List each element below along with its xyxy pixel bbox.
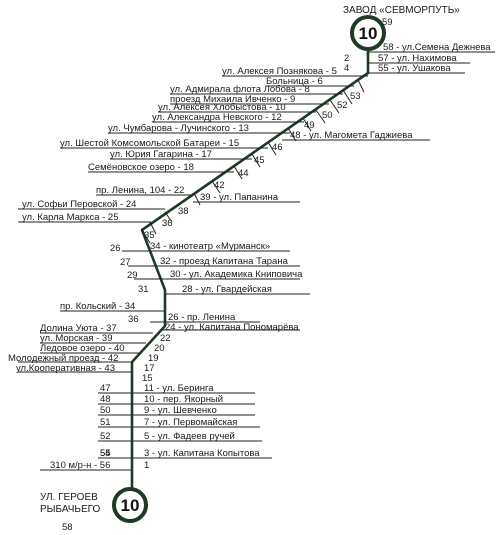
stop-label: 7 - ул. Первомайская [144, 417, 237, 428]
route-number: 10 [121, 496, 140, 515]
stop-label: 30 - ул. Академика Книповича [170, 269, 303, 280]
stop-code: 51 [100, 417, 111, 428]
stop-code: 4 [344, 63, 349, 74]
bottom-terminal-code: 58 [62, 522, 73, 533]
bottom-terminal-marker: 10 [112, 487, 148, 523]
top-terminal-marker: 10 [350, 15, 386, 51]
stop-code: 50 [322, 110, 333, 121]
stop-label: 11 - ул. Беринга [144, 383, 214, 394]
stop-code: 19 [148, 353, 159, 364]
stop-code: 31 [138, 284, 149, 295]
stop-code: 27 [120, 257, 131, 268]
left-stop-underlines [18, 75, 368, 471]
stop-label: Больница - 6 [266, 76, 323, 87]
stop-label: ул. Шестой Комсомольской Батареи - 15 [60, 138, 239, 149]
bottom-left-underlines [98, 392, 132, 459]
stop-label: 48 - ул. Магомета Гаджиева [290, 130, 413, 141]
right-stop-labels: 58 - ул.Семена Дежнева 57 - ул. Нахимова… [144, 42, 491, 459]
stop-label: 34 - кинотеатр «Мурманск» [150, 241, 270, 252]
stop-label: ул.Кооперативная - 43 [16, 363, 115, 374]
stop-code: 52 [337, 100, 348, 111]
stop-code: 44 [238, 168, 249, 179]
stop-code: 20 [154, 343, 165, 354]
stop-code: 15 [142, 373, 153, 384]
stop-label: Долина Уюта - 37 [40, 323, 117, 334]
stop-code: 52 [100, 431, 111, 442]
bottom-terminal-name-line2: РЫБАЧЬЕГО [40, 504, 101, 515]
stop-codes: 2 4 53 52 50 49 46 45 44 42 38 36 35 26 … [100, 53, 361, 471]
stop-label: пр. Ленина, 104 - 22 [96, 185, 184, 196]
stop-code: 46 [272, 142, 283, 153]
top-terminal-name: ЗАВОД «СЕВМОРПУТЬ» [343, 5, 460, 16]
bottom-terminal-name-line1: УЛ. ГЕРОЕВ [40, 492, 98, 503]
stop-label: ул. Карла Маркса - 25 [22, 212, 119, 223]
stop-code: 26 [110, 243, 121, 254]
stop-label: 32 - проезд Капитана Тарана [160, 256, 289, 267]
stop-label: ул. Морская - 39 [40, 333, 113, 344]
stop-label: 9 - ул. Шевченко [144, 405, 217, 416]
stop-label: ул. Чумбарова - Лучинского - 13 [108, 123, 249, 134]
stop-label: 39 - ул. Папанина [200, 192, 279, 203]
stop-code: 50 [100, 405, 111, 416]
stop-code: 54 [100, 448, 111, 459]
stop-label: ул. Юрия Гагарина - 17 [110, 149, 212, 160]
stop-label: Молодежный проезд - 42 [8, 353, 118, 364]
stop-code: 36 [128, 314, 139, 325]
stop-label: 310 м/р-н - 56 [50, 460, 110, 471]
stop-label: 5 - ул. Фадеев ручей [144, 431, 235, 442]
stop-code: 45 [254, 155, 265, 166]
stop-code: 35 [144, 230, 155, 241]
stop-code: 1 [144, 460, 149, 471]
stop-label: 55 - ул. Ушакова [378, 63, 451, 74]
stop-label: 58 - ул.Семена Дежнева [383, 42, 491, 53]
stop-code: 49 [304, 120, 315, 131]
stop-code: 47 [100, 383, 111, 394]
stop-code: 17 [144, 363, 155, 374]
stop-code: 55 [100, 448, 111, 459]
stop-label: проезд Михаила Ивченко - 9 [170, 94, 295, 105]
stop-code: 22 [160, 333, 171, 344]
stop-code: 38 [178, 206, 189, 217]
stop-code: 42 [214, 180, 225, 191]
top-terminal-code: 59 [382, 17, 393, 28]
stop-ticks [141, 79, 365, 244]
stop-label: 24 - ул. Капитана Пономарёва [165, 322, 299, 333]
stop-label: ул. Александра Невского - 12 [152, 112, 282, 123]
stop-code: 29 [127, 270, 138, 281]
left-stop-labels: ул. Алексея Познякова - 5 Больница - 6 у… [8, 66, 337, 471]
stop-label: ул. Алексея Хлобыстова - 10 [158, 102, 286, 113]
stop-label: ул. Адмирала флота Лобова - 8 [170, 84, 310, 95]
stop-label: пр. Кольский - 34 [60, 301, 135, 312]
stop-code: 53 [350, 91, 361, 102]
stop-label: 28 - ул. Гвардейская [182, 284, 272, 295]
stop-label: 10 - пер. Якорный [144, 394, 223, 405]
stop-label: 3 - ул. Капитана Копытова [144, 448, 260, 459]
stop-label: 26 - пр. Ленина [168, 312, 236, 323]
stop-code: 48 [100, 394, 111, 405]
stop-label: Семёновское озеро - 18 [88, 162, 194, 173]
stop-label: ул. Софьи Перовской - 24 [22, 199, 136, 210]
stop-label: Ледовое озеро - 40 [40, 343, 125, 354]
stop-code: 2 [344, 53, 349, 64]
stop-label: 57 - ул. Нахимова [378, 53, 457, 64]
stop-code: 36 [162, 218, 173, 229]
right-stop-underlines [122, 51, 495, 459]
stop-label: ул. Алексея Познякова - 5 [222, 66, 337, 77]
route-number: 10 [359, 24, 378, 43]
